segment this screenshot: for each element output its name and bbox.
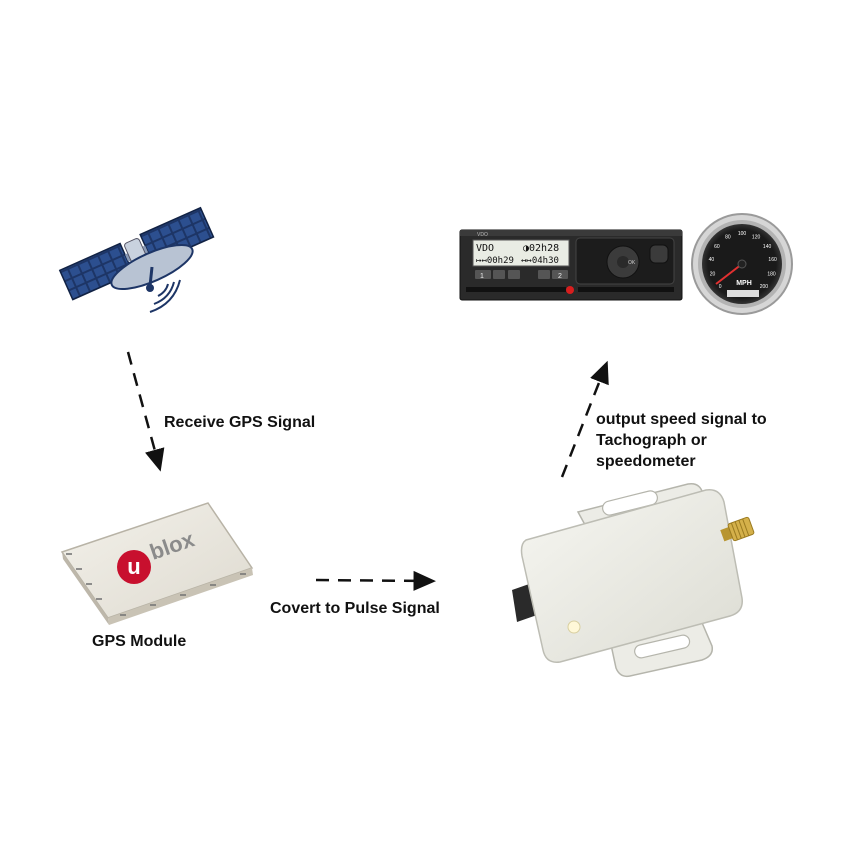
status-led bbox=[567, 620, 581, 634]
covert-to-pulse-signal-label: Covert to Pulse Signal bbox=[270, 600, 440, 617]
gps-module-label: GPS Module bbox=[92, 633, 187, 650]
tachograph-unit: VDO VDO ◑02h28 ↦↤00h29 ↤↦04h30 1 2 OK bbox=[459, 229, 683, 301]
speedometer-tick-140: 140 bbox=[763, 244, 772, 250]
display-line1-left: VDO bbox=[476, 243, 494, 254]
display-line2-left: ↦↤00h29 bbox=[476, 256, 514, 266]
speedometer-tick-100: 100 bbox=[738, 231, 747, 237]
speedometer-tick-160: 160 bbox=[768, 257, 777, 263]
tachograph-display bbox=[472, 239, 570, 267]
output-label-line-1: output speed signal to bbox=[596, 411, 767, 428]
satellite-icon bbox=[58, 206, 215, 313]
tachograph-button-2: 2 bbox=[558, 273, 562, 280]
output-label-line-2: Tachograph or bbox=[596, 432, 707, 449]
arrow-covert bbox=[315, 570, 436, 591]
speedometer-needle bbox=[715, 263, 743, 285]
output-speed-signal-label: output speed signal to Tachograph or spe… bbox=[596, 409, 826, 472]
speedometer-tick-20: 20 bbox=[710, 272, 716, 278]
receive-gps-signal-label: Receive GPS Signal bbox=[164, 414, 316, 431]
arrow-output bbox=[560, 360, 609, 478]
speedometer-tick-120: 120 bbox=[752, 234, 761, 240]
speedometer-unit: MPH bbox=[736, 280, 752, 287]
tachograph-ok-label: OK bbox=[628, 260, 636, 266]
pulse-converter-box bbox=[512, 482, 755, 678]
speedometer-tick-200: 200 bbox=[760, 284, 769, 290]
display-line1-right: ◑02h28 bbox=[523, 243, 559, 254]
speedometer-tick-40: 40 bbox=[709, 257, 715, 263]
speedometer-tick-80: 80 bbox=[725, 234, 731, 240]
speedometer-tick-60: 60 bbox=[714, 244, 720, 250]
speedometer-tick-180: 180 bbox=[767, 272, 776, 278]
tachograph-brand: VDO bbox=[477, 232, 488, 238]
arrow-receive bbox=[126, 351, 165, 472]
output-label-line-3: speedometer bbox=[596, 453, 696, 470]
tachograph-button-1: 1 bbox=[480, 273, 484, 280]
display-line2-right: ↤↦04h30 bbox=[521, 256, 559, 266]
speedometer-tick-0: 0 bbox=[719, 284, 722, 290]
ublox-logo-circle bbox=[117, 550, 151, 584]
gps-module-chip: u blox bbox=[60, 502, 254, 625]
ublox-logo-prefix: u bbox=[127, 554, 140, 579]
speedometer-odometer bbox=[727, 290, 759, 297]
